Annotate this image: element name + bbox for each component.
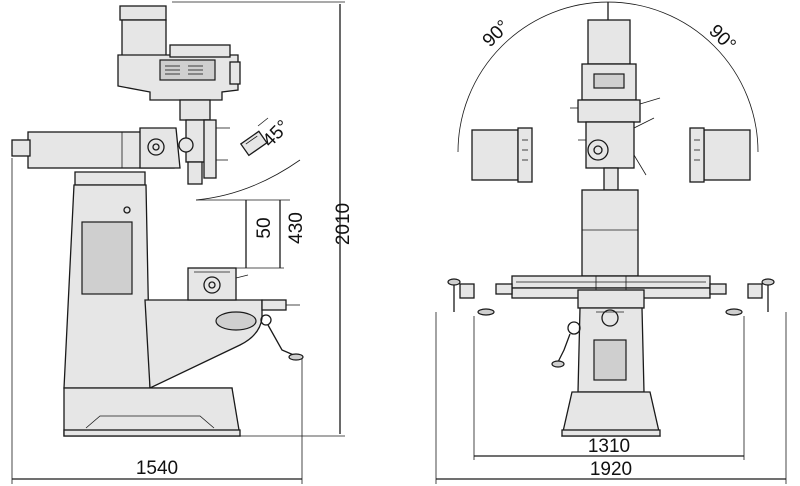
saddle — [187, 267, 237, 301]
left-handwheel-outer — [459, 283, 475, 299]
front-ram — [577, 99, 641, 123]
front-knee-dial — [601, 309, 619, 327]
ram-end — [11, 139, 31, 157]
front-motor — [587, 19, 631, 65]
right-table-lock — [709, 283, 727, 295]
column-top — [74, 171, 146, 186]
quill-housing — [179, 99, 211, 121]
left-table-lock — [495, 283, 513, 295]
motor-cap — [119, 5, 167, 21]
depth-1540: 1540 — [136, 458, 178, 479]
knee-crank-hub — [260, 314, 272, 326]
front-feed-dial — [587, 139, 609, 161]
tilted-head — [239, 130, 268, 157]
dim-50: 50 — [254, 217, 275, 238]
front-spindle — [603, 167, 619, 191]
front-knee-crank-hub — [567, 321, 581, 335]
front-column — [581, 189, 639, 277]
front-knee-crank — [557, 333, 571, 363]
front-quill-housing — [585, 121, 635, 169]
head-side — [229, 61, 241, 85]
dim-430: 430 — [286, 212, 307, 244]
quill-feed — [203, 119, 217, 179]
ram-adapter — [139, 127, 181, 169]
head-vent — [159, 59, 216, 81]
front-view: 90° 90° — [435, 1, 787, 484]
height-2010: 2010 — [333, 203, 354, 245]
feed-wheel — [178, 137, 194, 153]
knee-crank — [267, 324, 297, 357]
table-wheel — [203, 276, 221, 294]
front-knee-slot — [593, 339, 627, 381]
base-foot — [63, 429, 241, 437]
head-top — [169, 44, 231, 58]
right-head-body — [689, 127, 705, 183]
front-saddle — [577, 289, 645, 309]
column-door — [81, 221, 133, 295]
spindle — [187, 161, 203, 185]
right-handwheel-outer — [747, 283, 763, 299]
front-head-panel — [593, 73, 625, 89]
base — [63, 387, 241, 437]
left-head-body — [517, 127, 533, 183]
ram-knob — [147, 138, 165, 156]
front-base-foot — [561, 429, 661, 437]
width-1920: 1920 — [590, 459, 632, 480]
left-head-motor — [471, 129, 519, 181]
width-1310: 1310 — [588, 436, 630, 457]
motor — [121, 19, 167, 61]
side-view: 45° 2010 50 — [11, 1, 354, 484]
knee-lock — [261, 299, 287, 311]
angle-right-90: 90° — [704, 21, 739, 56]
right-head-motor — [703, 129, 751, 181]
knee-boss — [215, 311, 257, 331]
angle-left-90: 90° — [479, 16, 514, 51]
angle-45-arc — [195, 159, 301, 201]
